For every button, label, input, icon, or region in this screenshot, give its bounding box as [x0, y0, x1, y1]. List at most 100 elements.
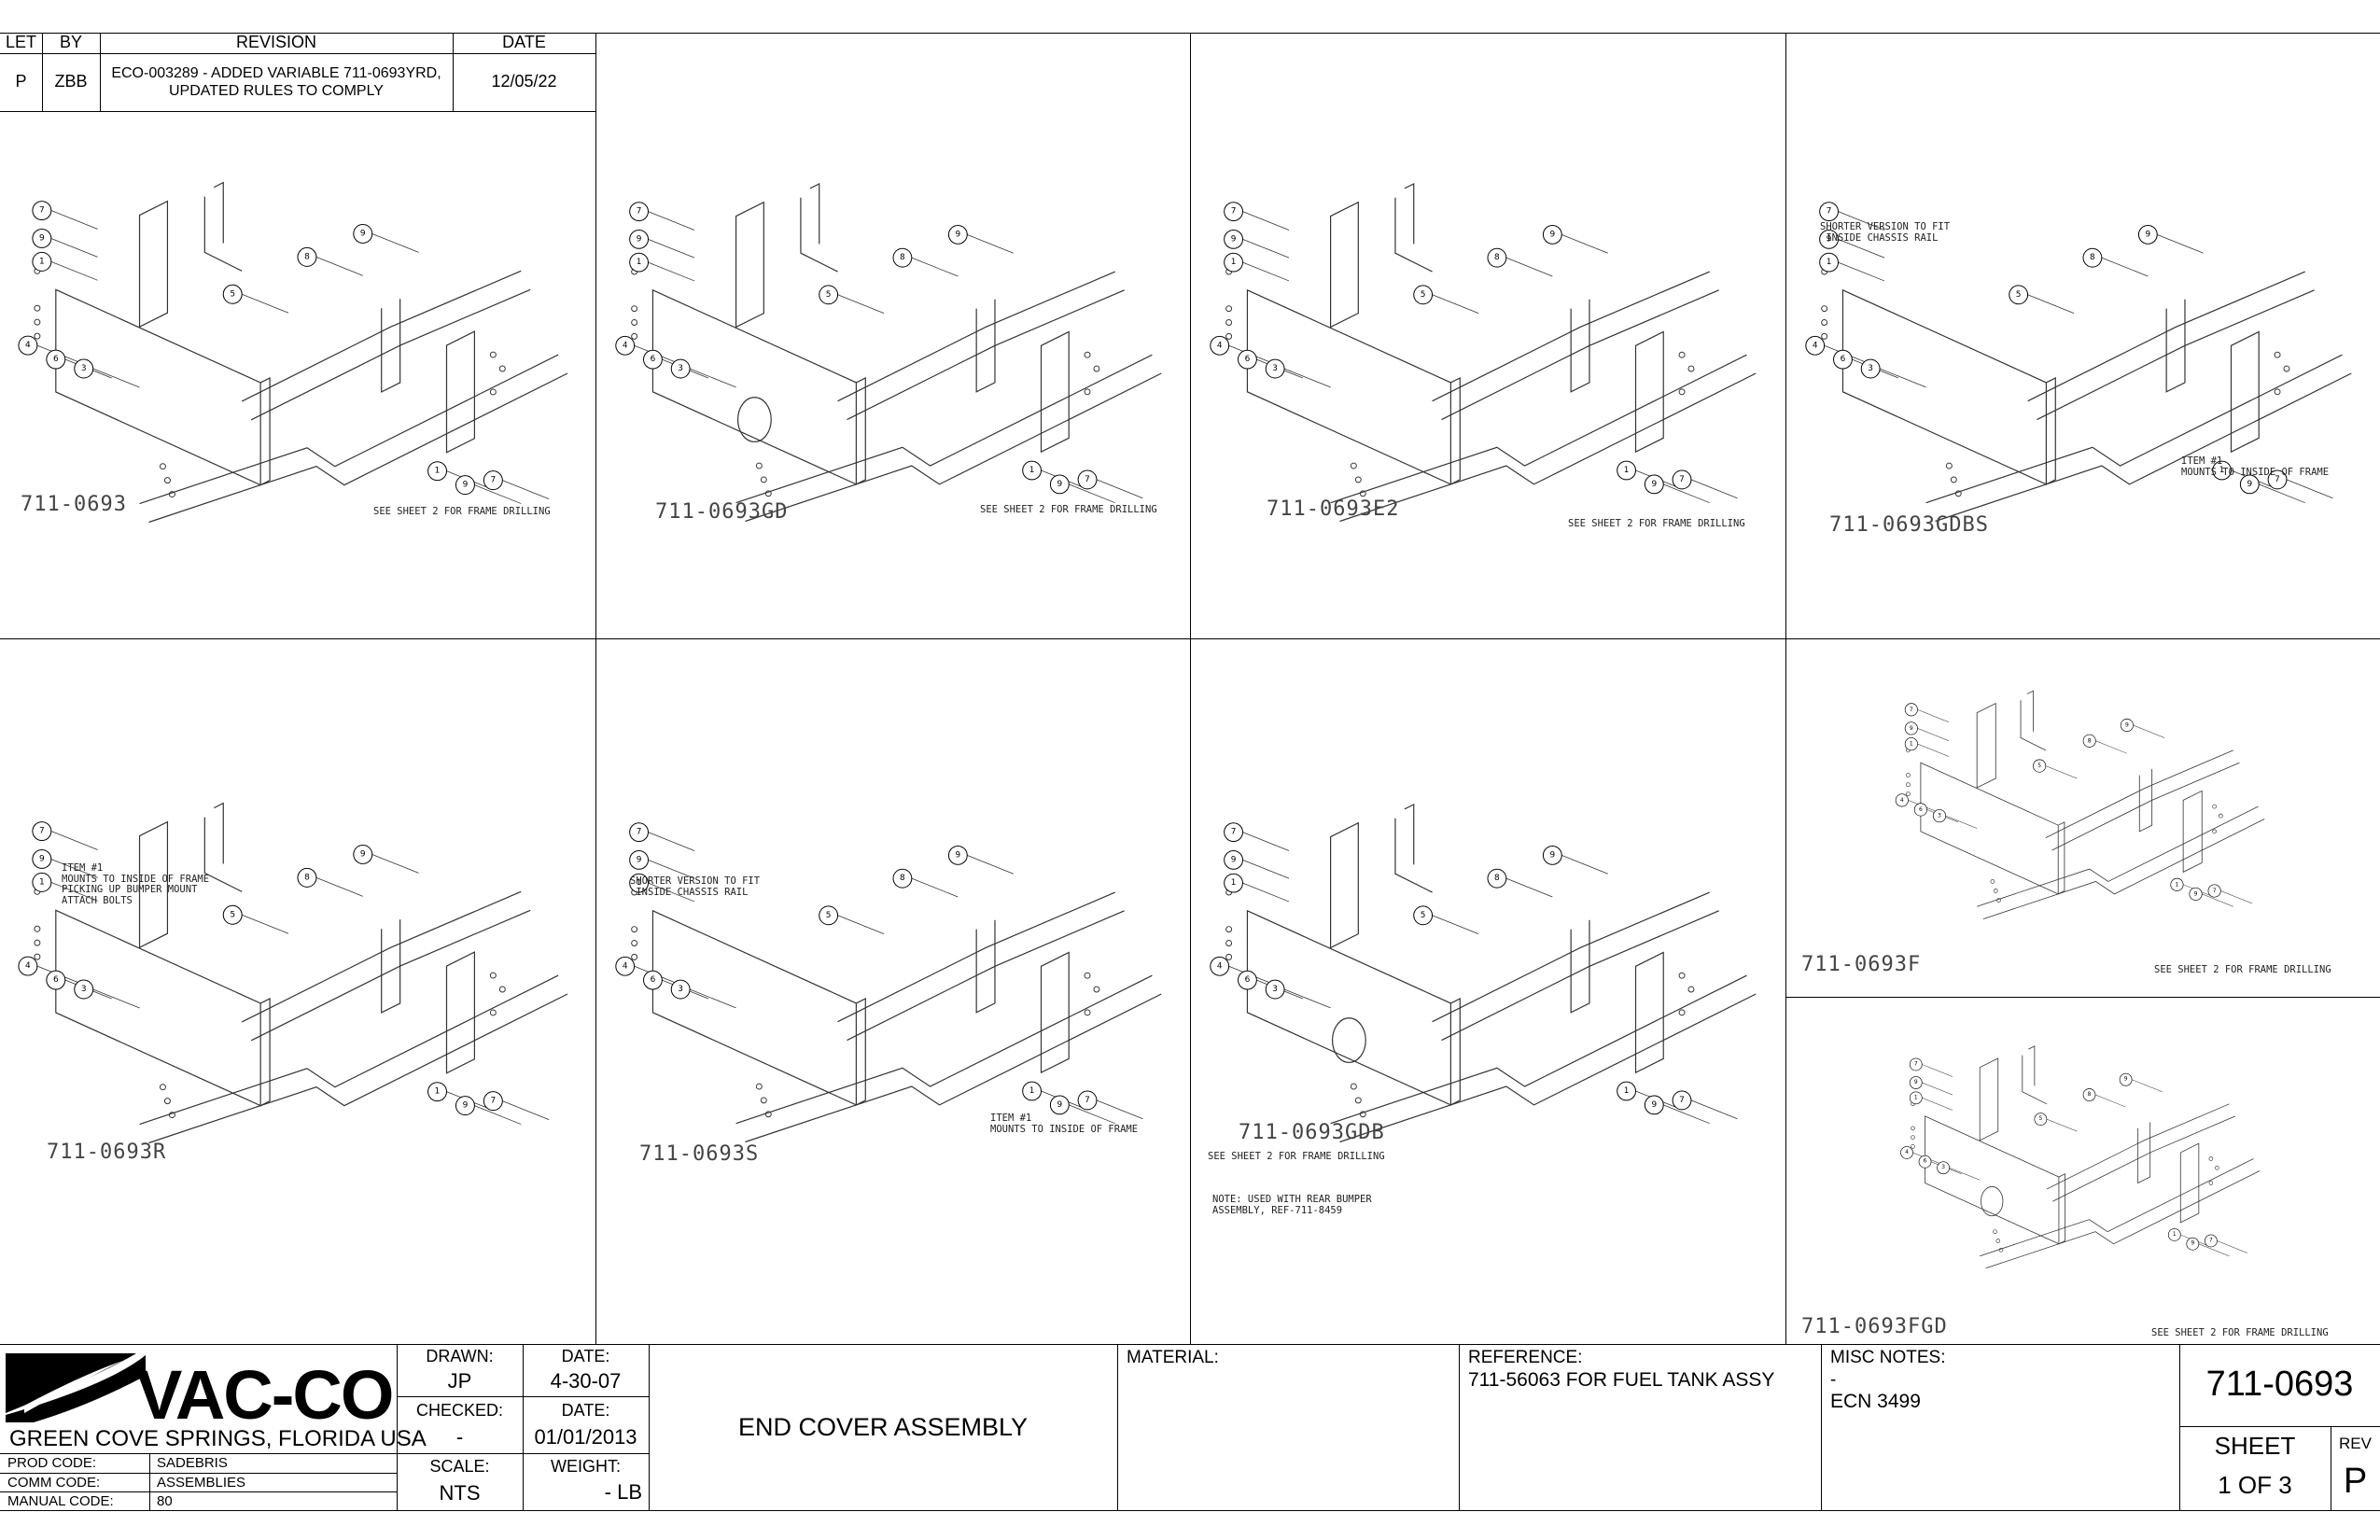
item-balloon-label: 6 [1924, 1159, 1927, 1165]
rev-description: ECO-003289 - ADDED VARIABLE 711-0693YRD,… [111, 64, 441, 99]
item-balloon [643, 349, 663, 370]
leader-line [474, 1105, 522, 1125]
leader-line [1917, 709, 1950, 722]
item-balloon-label: 6 [1245, 355, 1251, 364]
item-balloon-label: 1 [637, 878, 642, 888]
bolt [2208, 1181, 2214, 1185]
fuel-fill-hole [1331, 1017, 1366, 1063]
frame-rail-line [139, 354, 568, 524]
item-balloon [670, 979, 691, 1000]
item-balloon [1238, 970, 1257, 990]
bolt [764, 490, 772, 497]
bolt [1084, 972, 1091, 979]
bolt [498, 986, 506, 993]
leader-line [1432, 294, 1479, 314]
leader-line [1917, 743, 1950, 757]
item-balloon [819, 285, 839, 305]
item-balloon [2009, 285, 2029, 305]
item-balloon [1937, 1161, 1950, 1175]
item-balloon [1224, 202, 1243, 222]
bolt [1359, 490, 1366, 497]
rev-let: P [15, 72, 27, 91]
leader-line [2046, 1118, 2078, 1132]
item-balloon [615, 956, 636, 976]
leader-line [1283, 368, 1331, 388]
rev-header-let: LET [5, 33, 36, 52]
item-balloon-label: 1 [637, 258, 642, 267]
item-balloon [32, 228, 52, 248]
bolt [159, 463, 166, 470]
item-balloon-label: 9 [1651, 1100, 1657, 1110]
item-balloon-label: 5 [1421, 290, 1426, 300]
frame-rail-line [735, 354, 1162, 523]
bolt [1354, 476, 1362, 483]
item-balloon-label: 9 [2191, 1241, 2194, 1247]
bolt [1093, 986, 1100, 993]
leader-line [648, 882, 695, 903]
mount-bracket [1976, 702, 1996, 789]
leader-line [1690, 1099, 1738, 1120]
fuel-fill-hole [736, 397, 772, 442]
leader-line [50, 210, 98, 230]
leader-line [2132, 1079, 2163, 1093]
item-balloon [819, 905, 839, 926]
item-balloon-label: 5 [2039, 1116, 2043, 1122]
item-balloon [615, 335, 636, 356]
side-bracket [1040, 330, 1070, 454]
leader-line [837, 915, 885, 934]
item-balloon [1077, 1090, 1098, 1111]
item-balloon-label: 1 [1624, 1086, 1630, 1096]
bolt [1993, 1229, 1997, 1234]
leader-line [648, 261, 695, 282]
item-balloon [222, 904, 243, 925]
item-balloon [643, 970, 663, 990]
item-balloon [18, 956, 38, 976]
scale-label: SCALE: [429, 1457, 490, 1477]
frame-rail-line [139, 974, 568, 1144]
u-bracket [800, 182, 838, 273]
item-balloon [1224, 229, 1243, 249]
item-balloon [1224, 873, 1243, 893]
bolt [2212, 829, 2217, 834]
item-balloon [1022, 1081, 1042, 1101]
item-balloon-label: 6 [1245, 975, 1251, 985]
leader-line [1922, 1064, 1953, 1077]
item-balloon [1542, 846, 1562, 865]
bolt [168, 491, 175, 498]
end-cover-plate [1246, 288, 1451, 485]
item-balloon-label: 9 [637, 234, 642, 244]
bolt [1990, 879, 1995, 884]
item-balloon-label: 3 [678, 364, 683, 373]
bolt [631, 305, 638, 313]
view-note: SHORTER VERSION TO FIT INSIDE CHASSIS RA… [630, 875, 761, 898]
bolt [631, 319, 638, 326]
item-balloon-label: 6 [53, 975, 59, 985]
item-balloon-label: 8 [304, 252, 310, 261]
item-balloon-label: 7 [1679, 475, 1685, 484]
frame-rail-line [1980, 1158, 2261, 1269]
leader-line [1663, 483, 1710, 504]
item-balloon [892, 868, 913, 889]
item-balloon-label: 7 [39, 827, 45, 836]
bolt [1225, 319, 1233, 326]
item-balloon [483, 1091, 503, 1112]
bolt [1911, 1135, 1915, 1140]
bolt [1084, 351, 1091, 358]
item-balloon [1918, 1155, 1932, 1169]
view-note: SEE SHEET 2 FOR FRAME DRILLING [980, 504, 1157, 515]
leader-line [1879, 368, 1926, 388]
leader-line [50, 238, 98, 258]
item-balloon [2189, 887, 2203, 901]
leader-line [648, 832, 695, 851]
leader-line [2198, 1243, 2230, 1256]
bolt [498, 365, 506, 372]
rev-date: 12/05/22 [491, 72, 557, 91]
leader-line [2027, 294, 2075, 314]
mount-bracket [735, 201, 764, 329]
leader-line [1242, 238, 1290, 259]
rev-label: REV [2339, 1434, 2372, 1452]
frame-rail-line [1925, 354, 2352, 523]
leader-line [2095, 740, 2127, 754]
